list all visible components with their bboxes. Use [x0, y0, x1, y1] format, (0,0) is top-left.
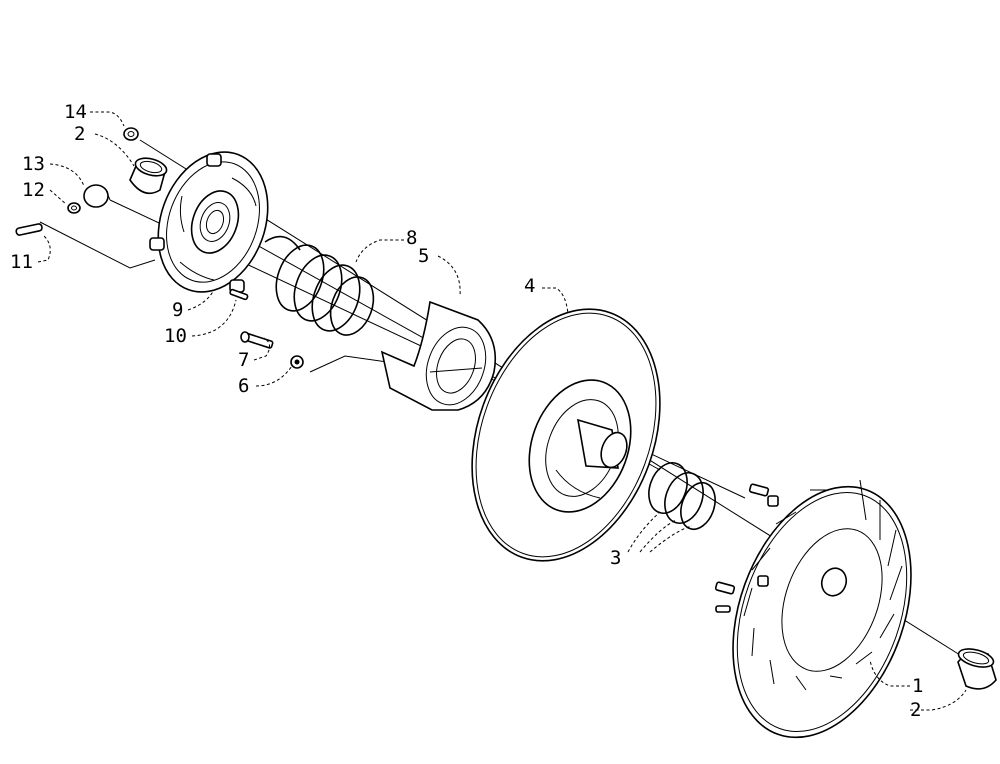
- part-12-nut: [67, 202, 81, 214]
- leader-lines: [37, 111, 967, 711]
- callout-2-lower: 2: [910, 699, 921, 721]
- part-4-movable-sheave: [471, 308, 661, 562]
- callout-10: 10: [164, 325, 187, 347]
- sheave-cooling-fins: [743, 479, 903, 691]
- part-10-pin: [229, 288, 249, 301]
- callout-4: 4: [524, 275, 535, 297]
- callout-13: 13: [22, 153, 45, 175]
- callout-11: 11: [10, 251, 33, 273]
- callout-5: 5: [418, 245, 429, 267]
- callout-8: 8: [406, 227, 417, 249]
- cam-plate-assembly: [149, 151, 269, 293]
- callout-6: 6: [238, 375, 249, 397]
- callout-labels: 14 2 13 12 11 8 5 9 10 7 6 4 3 1 2: [10, 101, 923, 721]
- part-8-spring: [264, 235, 375, 336]
- part-7-bolt: [240, 331, 274, 349]
- callout-1: 1: [912, 675, 923, 697]
- callout-12: 12: [22, 179, 45, 201]
- part-3-spring-set: [648, 462, 716, 531]
- callout-14: 14: [64, 101, 87, 123]
- callout-3: 3: [610, 547, 621, 569]
- part-11-pin: [15, 223, 43, 236]
- part-13-roller: [83, 184, 111, 208]
- part-1-fixed-sheave: [714, 479, 912, 739]
- part-14-nut: [123, 127, 139, 141]
- part-6-nut: [290, 355, 304, 369]
- part-2-bushing-lower: [957, 648, 997, 690]
- callout-7: 7: [238, 349, 249, 371]
- sheave-studs: [714, 483, 779, 613]
- part-5-cam: [380, 300, 497, 411]
- callout-2-upper: 2: [74, 123, 85, 145]
- callout-9: 9: [172, 299, 183, 321]
- part-2-bushing-upper: [129, 157, 168, 195]
